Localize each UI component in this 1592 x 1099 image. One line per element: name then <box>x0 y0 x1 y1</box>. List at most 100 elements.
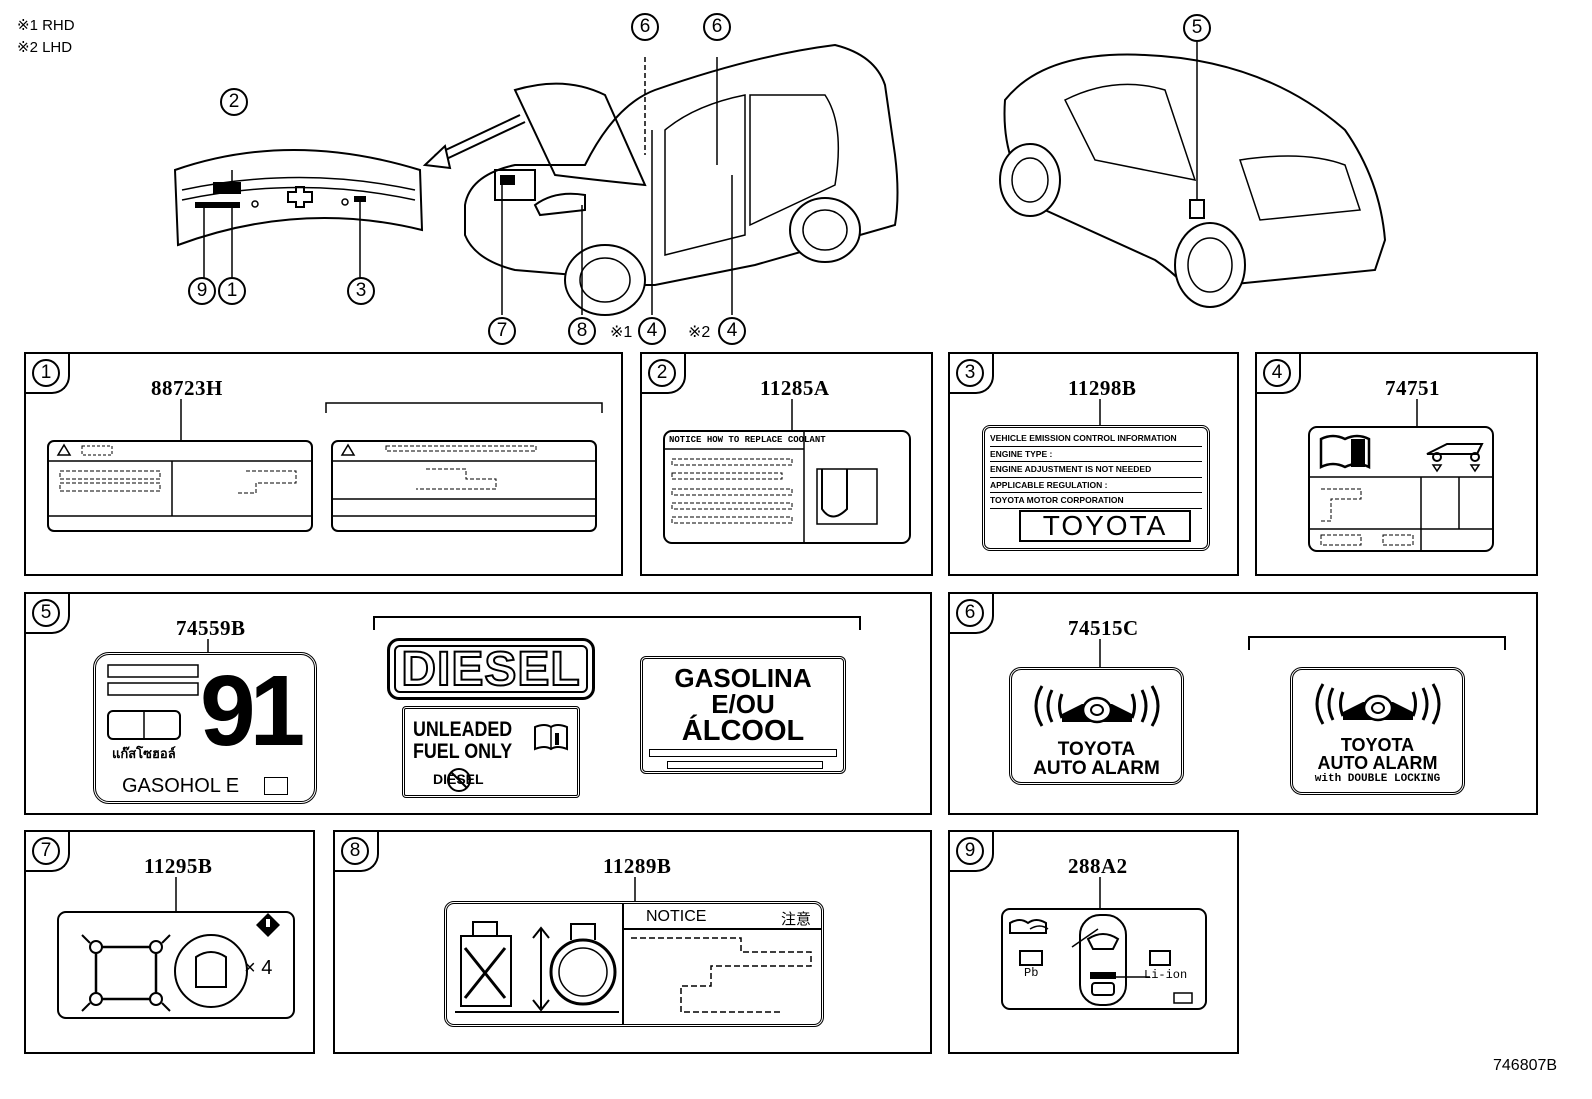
panel-5: 5 74559B 91 แก๊สโซฮอล์ GASOHOL E DIESEL … <box>24 592 932 815</box>
panel-2-number: 2 <box>648 359 676 387</box>
engine-adjustment: ENGINE ADJUSTMENT IS NOT NEEDED <box>990 462 1202 478</box>
pb-label: Pb <box>1024 966 1039 980</box>
callout-5[interactable]: 5 <box>1183 14 1211 42</box>
gasolina-label: GASOLINA E/OU ÁLCOOL <box>640 656 846 774</box>
panel-2-tab: 2 <box>642 354 686 394</box>
panel-3: 3 11298B VEHICLE EMISSION CONTROL INFORM… <box>948 352 1239 576</box>
note-lhd: ※2 LHD <box>17 39 73 56</box>
panel-9: 9 288A2 Pb Li-ion <box>948 830 1239 1054</box>
eou-text: E/OU <box>711 689 775 719</box>
rear-vehicle-drawing <box>999 42 1387 308</box>
gasolina-text: GASOLINA <box>674 663 812 693</box>
emission-title: VEHICLE EMISSION CONTROL INFORMATION <box>990 431 1202 447</box>
emission-label: VEHICLE EMISSION CONTROL INFORMATION ENG… <box>982 425 1210 551</box>
panel-7-number: 7 <box>32 837 60 865</box>
auto-alarm-double-lock-label: TOYOTA AUTO ALARM with DOUBLE LOCKING <box>1290 667 1465 795</box>
arrow-icon <box>422 114 526 170</box>
part-number-11289B: 11289B <box>603 854 672 878</box>
callout-3[interactable]: 3 <box>347 277 375 305</box>
callout-4-lhd[interactable]: 4 <box>718 317 746 345</box>
callout-6b[interactable]: 6 <box>703 13 731 41</box>
notice-header: NOTICE 注意 <box>624 908 821 930</box>
panel-5-number: 5 <box>32 599 60 627</box>
ethanol-blank <box>264 777 288 795</box>
label-88723h-drawing <box>47 399 603 532</box>
panel-4: 4 74751 <box>1255 352 1538 576</box>
part-number-11285A: 11285A <box>760 376 830 400</box>
times-four: × 4 <box>244 957 273 979</box>
callout-8[interactable]: 8 <box>568 317 596 345</box>
panel-3-number: 3 <box>956 359 984 387</box>
leader-line-3 <box>1099 399 1101 425</box>
part-number-288A2: 288A2 <box>1068 854 1128 878</box>
callout-2[interactable]: 2 <box>220 88 248 116</box>
part-number-74751: 74751 <box>1385 376 1440 400</box>
panel-8-tab: 8 <box>335 832 379 872</box>
notice-text: NOTICE <box>669 435 702 445</box>
panel-4-tab: 4 <box>1257 354 1301 394</box>
panel-6: 6 74515C TOYOTA AUTO ALARM TOYOTA AUTO A… <box>948 592 1538 815</box>
unleaded-fuel-label: UNLEADED FUEL ONLY DIESEL <box>402 706 580 798</box>
label-11285a-drawing <box>663 399 911 544</box>
unleaded-text: UNLEADED <box>413 718 513 741</box>
rhd-marker: ※1 <box>610 324 633 341</box>
notice-japanese: 注意 <box>780 910 811 928</box>
coolant-text: HOW TO REPLACE COOLANT <box>706 435 826 445</box>
lhd-marker: ※2 <box>688 324 711 341</box>
alarm-car-icon-2 <box>1315 683 1441 725</box>
trunk-lid-drawing <box>173 149 424 280</box>
gasohol-91-label: 91 แก๊สโซฮอล์ GASOHOL E <box>93 652 317 804</box>
octane-91: 91 <box>200 655 305 767</box>
drawing-number: 746807B <box>1493 1057 1558 1074</box>
hood-notice-label: NOTICE 注意 <box>444 901 824 1027</box>
panel-6-number: 6 <box>956 599 984 627</box>
leader-line-6 <box>1099 639 1101 667</box>
diesel-text: DIESEL <box>394 642 588 697</box>
panel-6-tab: 6 <box>950 594 994 634</box>
variant-bracket-5 <box>373 616 861 630</box>
coolant-notice-header: NOTICE HOW TO REPLACE COOLANT <box>669 435 826 445</box>
gasolina-blank-2 <box>667 761 823 769</box>
panel-5-tab: 5 <box>26 594 70 634</box>
fuel-only-text: FUEL ONLY <box>413 740 513 763</box>
hood-strut-icon <box>455 921 619 1013</box>
note-rhd: ※1 RHD <box>17 17 75 34</box>
alarm-toyota-text: TOYOTA <box>1057 739 1136 760</box>
alcool-text: ÁLCOOL <box>681 715 805 747</box>
manufacturer: TOYOTA MOTOR CORPORATION <box>990 493 1202 509</box>
callout-1[interactable]: 1 <box>218 277 246 305</box>
notice-divider <box>622 904 624 1024</box>
notice-heading: NOTICE <box>646 908 707 925</box>
callout-9[interactable]: 9 <box>188 277 216 305</box>
label-288a2-drawing <box>1001 877 1207 1010</box>
panel-7: 7 11295B × 4 <box>24 830 315 1054</box>
callout-7[interactable]: 7 <box>488 317 516 345</box>
leader-line-8 <box>634 877 636 903</box>
part-number-11298B: 11298B <box>1068 376 1137 400</box>
callout-4-rhd[interactable]: 4 <box>638 317 666 345</box>
alarm2-toyota-text: TOYOTA <box>1340 735 1415 755</box>
part-number-74515C: 74515C <box>1068 616 1139 640</box>
diesel-label: DIESEL <box>387 638 595 700</box>
alarm-auto-alarm-text: AUTO ALARM <box>1033 758 1160 779</box>
gasohol-text: GASOHOL E <box>122 775 240 797</box>
alarm-car-icon <box>1034 685 1160 727</box>
callout-6a[interactable]: 6 <box>631 13 659 41</box>
part-number-88723H: 88723H <box>151 376 223 400</box>
panel-4-number: 4 <box>1263 359 1291 387</box>
applicable-regulation: APPLICABLE REGULATION : <box>990 478 1202 493</box>
panel-2: 2 11285A NOTICE HOW TO REPLACE COOLANT <box>640 352 933 576</box>
panel-9-number: 9 <box>956 837 984 865</box>
part-number-74559B: 74559B <box>176 616 246 640</box>
panel-8-number: 8 <box>341 837 369 865</box>
label-11295b-drawing <box>57 877 295 1019</box>
notice-blanks <box>631 937 812 1013</box>
panel-9-tab: 9 <box>950 832 994 872</box>
alarm2-auto-alarm-text: AUTO ALARM <box>1317 753 1438 773</box>
thai-gasohol-text: แก๊สโซฮอล์ <box>112 747 176 762</box>
variant-bracket-6 <box>1248 636 1506 650</box>
panel-1-tab: 1 <box>26 354 70 394</box>
no-diesel-icon <box>447 768 471 792</box>
part-number-11295B: 11295B <box>144 854 213 878</box>
gasolina-blank-1 <box>649 749 837 757</box>
